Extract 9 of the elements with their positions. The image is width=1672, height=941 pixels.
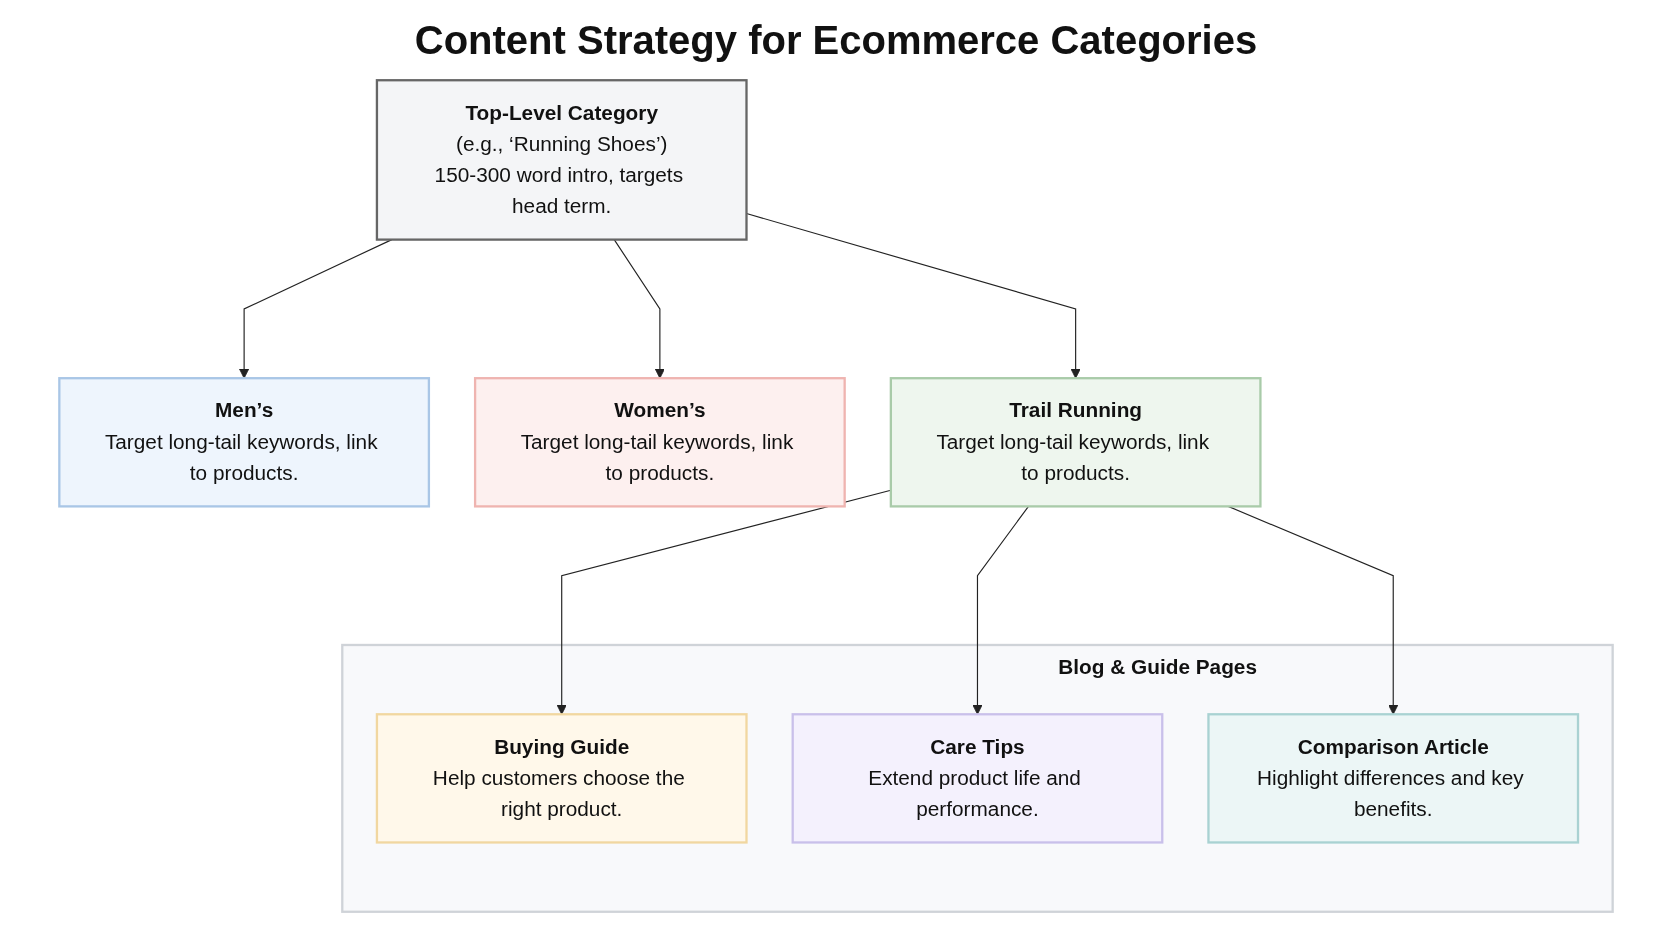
node-box: Men’s Target long-tail keywords, link to products. (58, 377, 431, 508)
node-box: Comparison Article Highlight differences and key benefits. (1207, 713, 1580, 844)
node-box: Buying Guide Help customers choose the right product. (375, 713, 748, 844)
diagram-title: Content Strategy for Ecommerce Categories (414, 18, 1258, 63)
node-box: Women’s Target long-tail keywords, link to products. (473, 377, 846, 508)
node-box: Top-Level Category (e.g., ‘Running Shoes’) 150-300 word intro, targets head term. (375, 79, 748, 241)
arrow (613, 239, 665, 379)
node-box: Care Tips Extend product life and performance. (791, 713, 1164, 844)
node-box: Trail Running Target long-tail keywords, link to products. (889, 377, 1262, 508)
